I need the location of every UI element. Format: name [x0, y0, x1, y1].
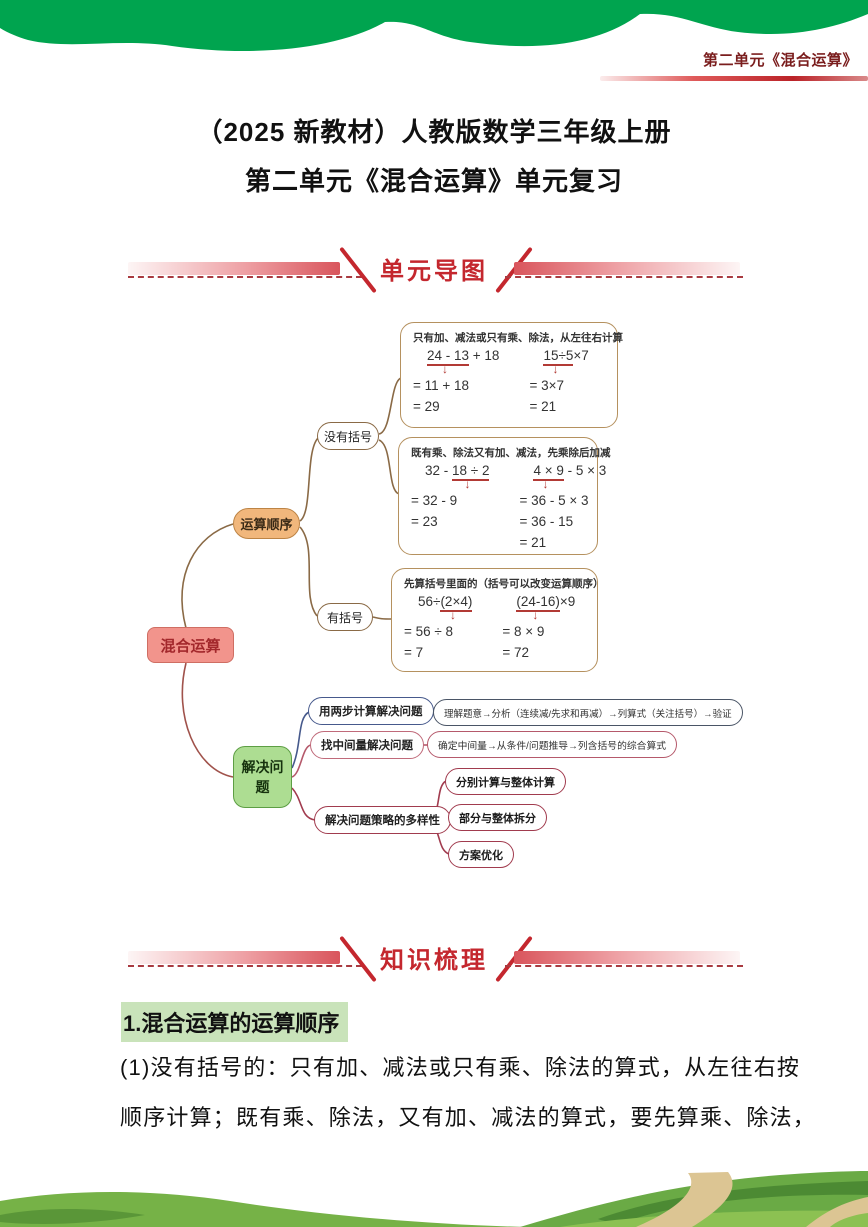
example-box-title: 只有加、减法或只有乘、除法，从左往右计算 — [413, 332, 623, 344]
banner2-bar-right — [514, 951, 740, 964]
calc-step: = 72 — [502, 644, 529, 660]
calc-step: = 36 - 15 — [519, 513, 574, 529]
doc-title-line1: （2025 新教材）人教版数学三年级上册 — [196, 117, 672, 147]
first-step-underline: 4 × 9 — [533, 463, 564, 481]
example-column: 15÷5×7↓ = 3×7 = 21 — [529, 348, 589, 418]
strategy-child-part-whole-split: 部分与整体拆分 — [448, 804, 547, 831]
mindmap-root-node: 混合运算 — [147, 627, 234, 663]
banner2-dashes-left — [128, 965, 362, 967]
node-operation-order: 运算顺序 — [233, 508, 300, 539]
calc-step: = 21 — [529, 398, 557, 414]
first-step-underline: 18 ÷ 2 — [452, 463, 490, 481]
strategy-child-plan-optimize: 方案优化 — [448, 841, 514, 868]
example-column: 24 - 13 + 18↓ = 11 + 18 = 29 — [413, 348, 499, 418]
doc-title-line2: 第二单元《混合运算》单元复习 — [244, 166, 623, 196]
first-step-underline: 24 - 13 — [427, 348, 470, 366]
step-arrow-icon: ↓ — [552, 362, 559, 376]
example-box-title: 既有乘、除法又有加、减法，先乘除后加减 — [411, 447, 611, 459]
knowledge-paragraph-line1: (1)没有括号的：只有加、减法或只有乘、除法的算式，从左往右按 — [120, 1055, 801, 1080]
example-column: 4 × 9 - 5 × 3↓ = 36 - 5 × 3 = 36 - 15 = 21 — [519, 463, 606, 554]
banner1-dashes-left — [128, 276, 362, 278]
banner2-title: 知识梳理 — [380, 947, 488, 974]
first-step-underline: 15÷5 — [543, 348, 574, 366]
expression-line: 15÷5×7 — [543, 348, 589, 366]
expression-line: 4 × 9 - 5 × 3 — [533, 463, 606, 481]
example-column: 56÷(2×4)↓ = 56 ÷ 8 = 7 — [404, 594, 473, 664]
detail-middle-quantity: 确定中间量→从条件/问题推导→列含括号的综合算式 — [427, 731, 678, 758]
header-unit-label: 第二单元《混合运算》 — [702, 52, 858, 69]
expression-line: (24-16)×9 — [516, 594, 575, 612]
node-no-brackets: 没有括号 — [317, 422, 379, 450]
calc-step: = 56 ÷ 8 — [404, 624, 454, 639]
banner1-dashes-right — [505, 276, 743, 278]
knowledge-heading: 1.混合运算的运算顺序 — [121, 1002, 349, 1042]
banner1-bar-right — [514, 262, 740, 275]
strategy-child-separate-vs-whole: 分别计算与整体计算 — [445, 768, 566, 795]
calc-step: = 23 — [411, 513, 438, 529]
detail-two-step-solving: 理解题意→分析（连续减/先求和再减）→列算式（关注括号）→验证 — [433, 699, 743, 726]
example-column: (24-16)×9↓ = 8 × 9 = 72 — [502, 594, 575, 664]
step-arrow-icon: ↓ — [464, 477, 471, 491]
example-box-title: 先算括号里面的（括号可以改变运算顺序） — [404, 578, 604, 590]
example-box-no-brackets-1: 只有加、减法或只有乘、除法，从左往右计算 24 - 13 + 18↓= 11 +… — [400, 322, 623, 428]
example-box-no-brackets-2: 既有乘、除法又有加、减法，先乘除后加减 32 - 18 ÷ 2↓= 32 - 9… — [398, 437, 611, 555]
top-wave-decoration — [0, 0, 868, 52]
calc-step: = 7 — [404, 644, 424, 660]
first-step-underline: (24-16) — [516, 594, 560, 612]
banner1-bar-left — [128, 262, 340, 275]
banner2-bar-left — [128, 951, 340, 964]
step-arrow-icon: ↓ — [442, 362, 448, 376]
first-step-underline: (2×4) — [440, 594, 473, 612]
pill-two-step-solving: 用两步计算解决问题 — [308, 697, 434, 725]
example-column: 32 - 18 ÷ 2↓ = 32 - 9 = 23 — [411, 463, 490, 554]
pill-middle-quantity: 找中间量解决问题 — [310, 731, 424, 759]
expression-line: 24 - 13 + 18 — [427, 348, 499, 366]
node-solve-problems: 解决问题 — [233, 746, 292, 808]
example-box-with-brackets: 先算括号里面的（括号可以改变运算顺序） 56÷(2×4)↓= 56 ÷ 8= 7… — [391, 568, 604, 672]
banner1-title: 单元导图 — [380, 258, 488, 285]
expression-line: 56÷(2×4) — [418, 594, 473, 612]
expression-line: 32 - 18 ÷ 2 — [425, 463, 490, 481]
banner2-dashes-right — [505, 965, 743, 967]
header-underline — [600, 76, 868, 81]
calc-step: = 21 — [519, 534, 547, 550]
pill-strategy-diversity: 解决问题策略的多样性 — [314, 806, 451, 834]
knowledge-paragraph-line2: 顺序计算；既有乘、除法，又有加、减法的算式，要先算乘、除法， — [120, 1105, 817, 1130]
calc-step: = 3×7 — [529, 378, 564, 393]
calc-step: = 8 × 9 — [502, 624, 545, 639]
bottom-hills-decoration — [0, 1171, 868, 1227]
calc-step: = 32 - 9 — [411, 493, 458, 508]
step-arrow-icon: ↓ — [542, 477, 549, 491]
step-arrow-icon: ↓ — [450, 608, 456, 622]
calc-step: = 36 - 5 × 3 — [519, 493, 589, 508]
step-arrow-icon: ↓ — [532, 608, 539, 622]
calc-step: = 11 + 18 — [413, 378, 470, 393]
calc-step: = 29 — [413, 398, 440, 414]
node-with-brackets: 有括号 — [317, 603, 373, 631]
